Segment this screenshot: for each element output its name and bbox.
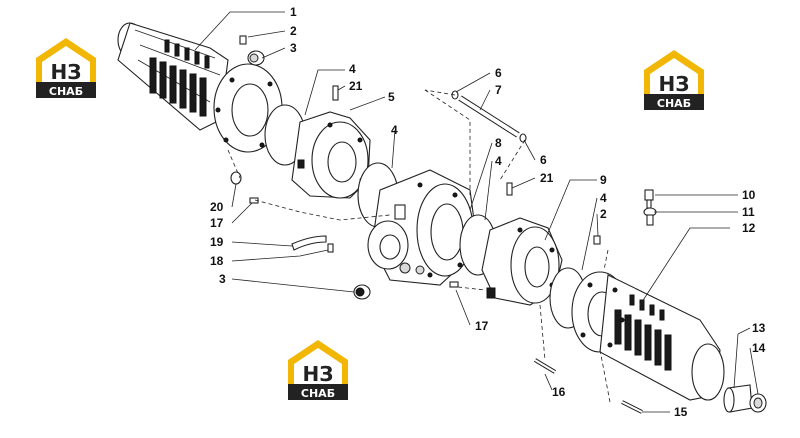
part-2-bleeder (239, 35, 247, 45)
callout-19: 19 (210, 235, 224, 249)
callout-17: 17 (475, 319, 489, 333)
part-18-screw (327, 243, 334, 253)
callout-12: 12 (742, 221, 756, 235)
logo-caption: СНАБ (301, 387, 335, 400)
part-15-bolt (621, 400, 643, 414)
brand-logo-bottom: НЗ СНАБ (288, 340, 348, 400)
logo-letters: НЗ (659, 72, 690, 96)
callout-4: 4 (391, 123, 398, 137)
part-13-bushing (723, 384, 753, 413)
part-21-screw-left (332, 85, 339, 101)
part-19-clip (291, 235, 327, 251)
logo-caption: СНАБ (49, 85, 83, 98)
callout-13: 13 (752, 321, 766, 335)
part-10-breather (644, 189, 654, 209)
callout-15: 15 (674, 405, 688, 419)
callout-4: 4 (600, 191, 607, 205)
callout-5: 5 (388, 90, 395, 104)
callout-6: 6 (540, 153, 547, 167)
callout-labels: 1 2 3 4 21 5 4 6 7 6 8 4 21 9 4 2 10 11 … (210, 5, 766, 419)
callout-8: 8 (495, 136, 502, 150)
logo-caption: СНАБ (657, 97, 691, 110)
callout-4: 4 (349, 62, 356, 76)
callout-4: 4 (495, 154, 502, 168)
brand-logo-left: НЗ СНАБ (36, 38, 96, 98)
callout-1: 1 (290, 5, 297, 19)
part-16-bolt (533, 358, 557, 374)
callout-7: 7 (495, 83, 502, 97)
part-2-bleeder-right (593, 235, 601, 245)
callout-6: 6 (495, 66, 502, 80)
callout-17: 17 (210, 216, 224, 230)
housing-ribs-right (614, 294, 672, 371)
logo-letters: НЗ (51, 60, 82, 84)
callout-14: 14 (752, 341, 766, 355)
callout-3: 3 (290, 41, 297, 55)
callout-16: 16 (552, 385, 566, 399)
part-7-pin (451, 90, 527, 143)
part-3-plug-top (247, 50, 265, 66)
part-17-screw-right (449, 281, 459, 288)
callout-3: 3 (219, 272, 226, 286)
right-axle-trumpet (571, 271, 725, 401)
left-axle-trumpet (117, 22, 283, 153)
part-21-screw-right (506, 182, 513, 196)
callout-20: 20 (210, 200, 224, 214)
center-differential-housing (367, 169, 479, 286)
housing-ribs (149, 39, 210, 117)
callout-10: 10 (742, 188, 756, 202)
part-11-fitting (643, 207, 657, 226)
part-20-ring (230, 171, 242, 185)
callout-21: 21 (540, 171, 554, 185)
callout-21: 21 (349, 79, 363, 93)
callout-18: 18 (210, 254, 224, 268)
callout-2: 2 (600, 207, 607, 221)
part-9-flange-carrier (481, 217, 563, 306)
callout-9: 9 (600, 173, 607, 187)
callout-11: 11 (742, 205, 755, 219)
assembly-lines (227, 89, 611, 403)
callout-2: 2 (290, 24, 297, 38)
leader-lines (194, 11, 759, 413)
logo-letters: НЗ (303, 362, 334, 386)
part-3-plug-bottom (353, 284, 371, 300)
brand-logo-right: НЗ СНАБ (644, 50, 704, 110)
part-5-flange-carrier (291, 111, 371, 199)
